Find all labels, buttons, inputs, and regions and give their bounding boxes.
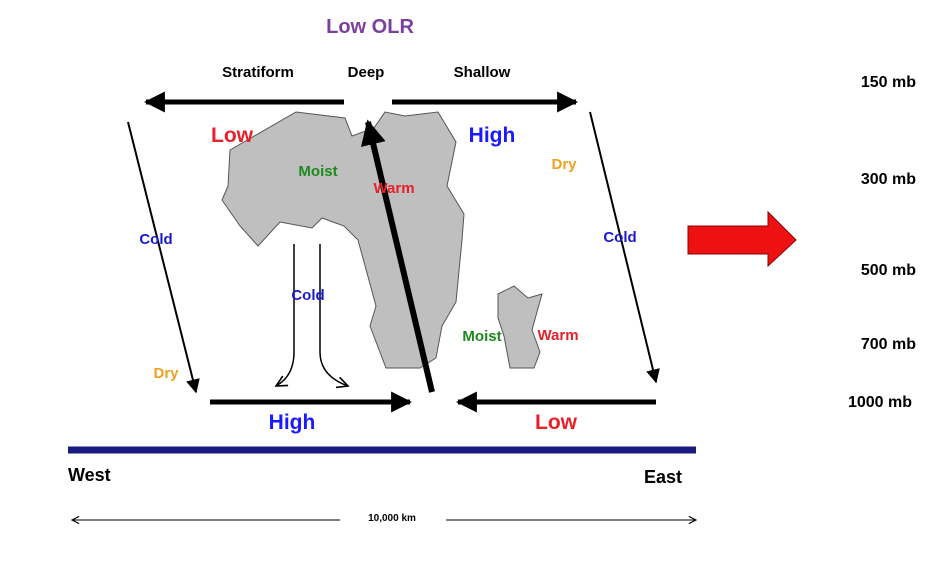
diagram-title: Low OLR — [326, 16, 414, 38]
upper-high-label: High — [468, 124, 516, 147]
west-label: West — [68, 465, 111, 485]
shallow-label: Shallow — [453, 64, 511, 81]
east-red-arrow — [687, 210, 797, 268]
west-subsidence-arrow — [127, 121, 200, 394]
distance-scale-label: 10,000 km — [368, 513, 416, 524]
warm-label-lower: Warm — [537, 327, 579, 344]
deep-convective-cloud — [221, 111, 465, 369]
east-subsidence-arrow — [589, 111, 660, 384]
dry-label-west: Dry — [153, 365, 179, 382]
upper-low-label: Low — [211, 124, 253, 147]
updraft-arrow — [360, 119, 435, 393]
cold-label-east: Cold — [603, 229, 637, 246]
lower-low-label: Low — [535, 411, 577, 434]
pressure-level-150: 150 mb — [860, 74, 916, 91]
pressure-level-1000: 1000 mb — [847, 394, 912, 411]
stratiform-label: Stratiform — [222, 64, 294, 81]
shallow-cloud — [497, 285, 543, 369]
pressure-level-700: 700 mb — [860, 336, 916, 353]
downdraft-left-arrow — [276, 244, 295, 386]
warm-label-upper: Warm — [373, 180, 415, 197]
deep-label: Deep — [347, 64, 385, 81]
dry-label-east: Dry — [551, 156, 577, 173]
cold-label-downdraft: Cold — [291, 287, 325, 304]
lower-high-label: High — [268, 411, 316, 434]
pressure-level-300: 300 mb — [860, 171, 916, 188]
moist-label-lower: Moist — [462, 328, 502, 345]
moist-label-upper: Moist — [298, 163, 338, 180]
cold-label-west: Cold — [139, 231, 173, 248]
pressure-level-500: 500 mb — [860, 262, 916, 279]
downdraft-right-arrow — [319, 244, 348, 386]
east-label: East — [643, 467, 682, 487]
